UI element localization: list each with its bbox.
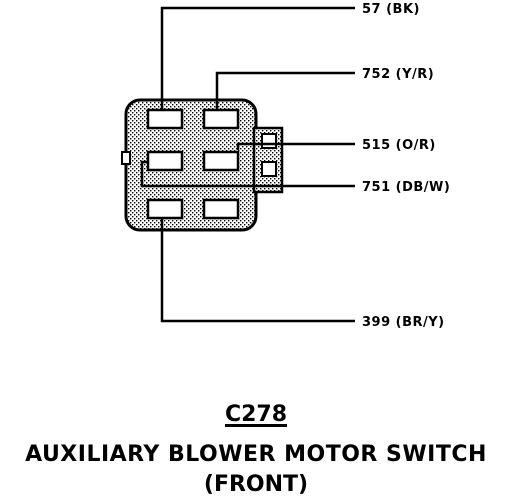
- wire-399: [160, 218, 355, 323]
- wire-label-399: 399 (BR/Y): [362, 315, 445, 330]
- diagram-title: AUXILIARY BLOWER MOTOR SWITCH: [25, 442, 487, 467]
- wire-lines: [140, 6, 355, 323]
- cavity-4: [202, 150, 240, 172]
- wire-751: [140, 160, 355, 188]
- wire-515: [236, 142, 355, 150]
- cavity-2: [202, 108, 240, 130]
- terminal-cavities: [146, 108, 240, 220]
- wire-label-515: 515 (O/R): [362, 138, 436, 153]
- wire-label-57: 57 (BK): [362, 2, 420, 17]
- wire-label-751: 751 (DB/W): [362, 180, 450, 195]
- cavity-5: [146, 198, 184, 220]
- diagram-subtitle: (FRONT): [203, 472, 309, 497]
- cavity-1: [146, 108, 184, 130]
- wire-752: [215, 71, 355, 110]
- connector-id-text: C278: [224, 402, 288, 427]
- wire-57: [160, 6, 355, 110]
- wire-label-752: 752 (Y/R): [362, 67, 434, 82]
- cavity-6: [202, 198, 240, 220]
- cavity-3: [146, 150, 184, 172]
- connector-body: [121, 98, 284, 232]
- connector-diagram: 57 (BK) 752 (Y/R) 515 (O/R) 751 (DB/W) 3…: [121, 2, 450, 330]
- connector-id: C278: [0, 402, 512, 427]
